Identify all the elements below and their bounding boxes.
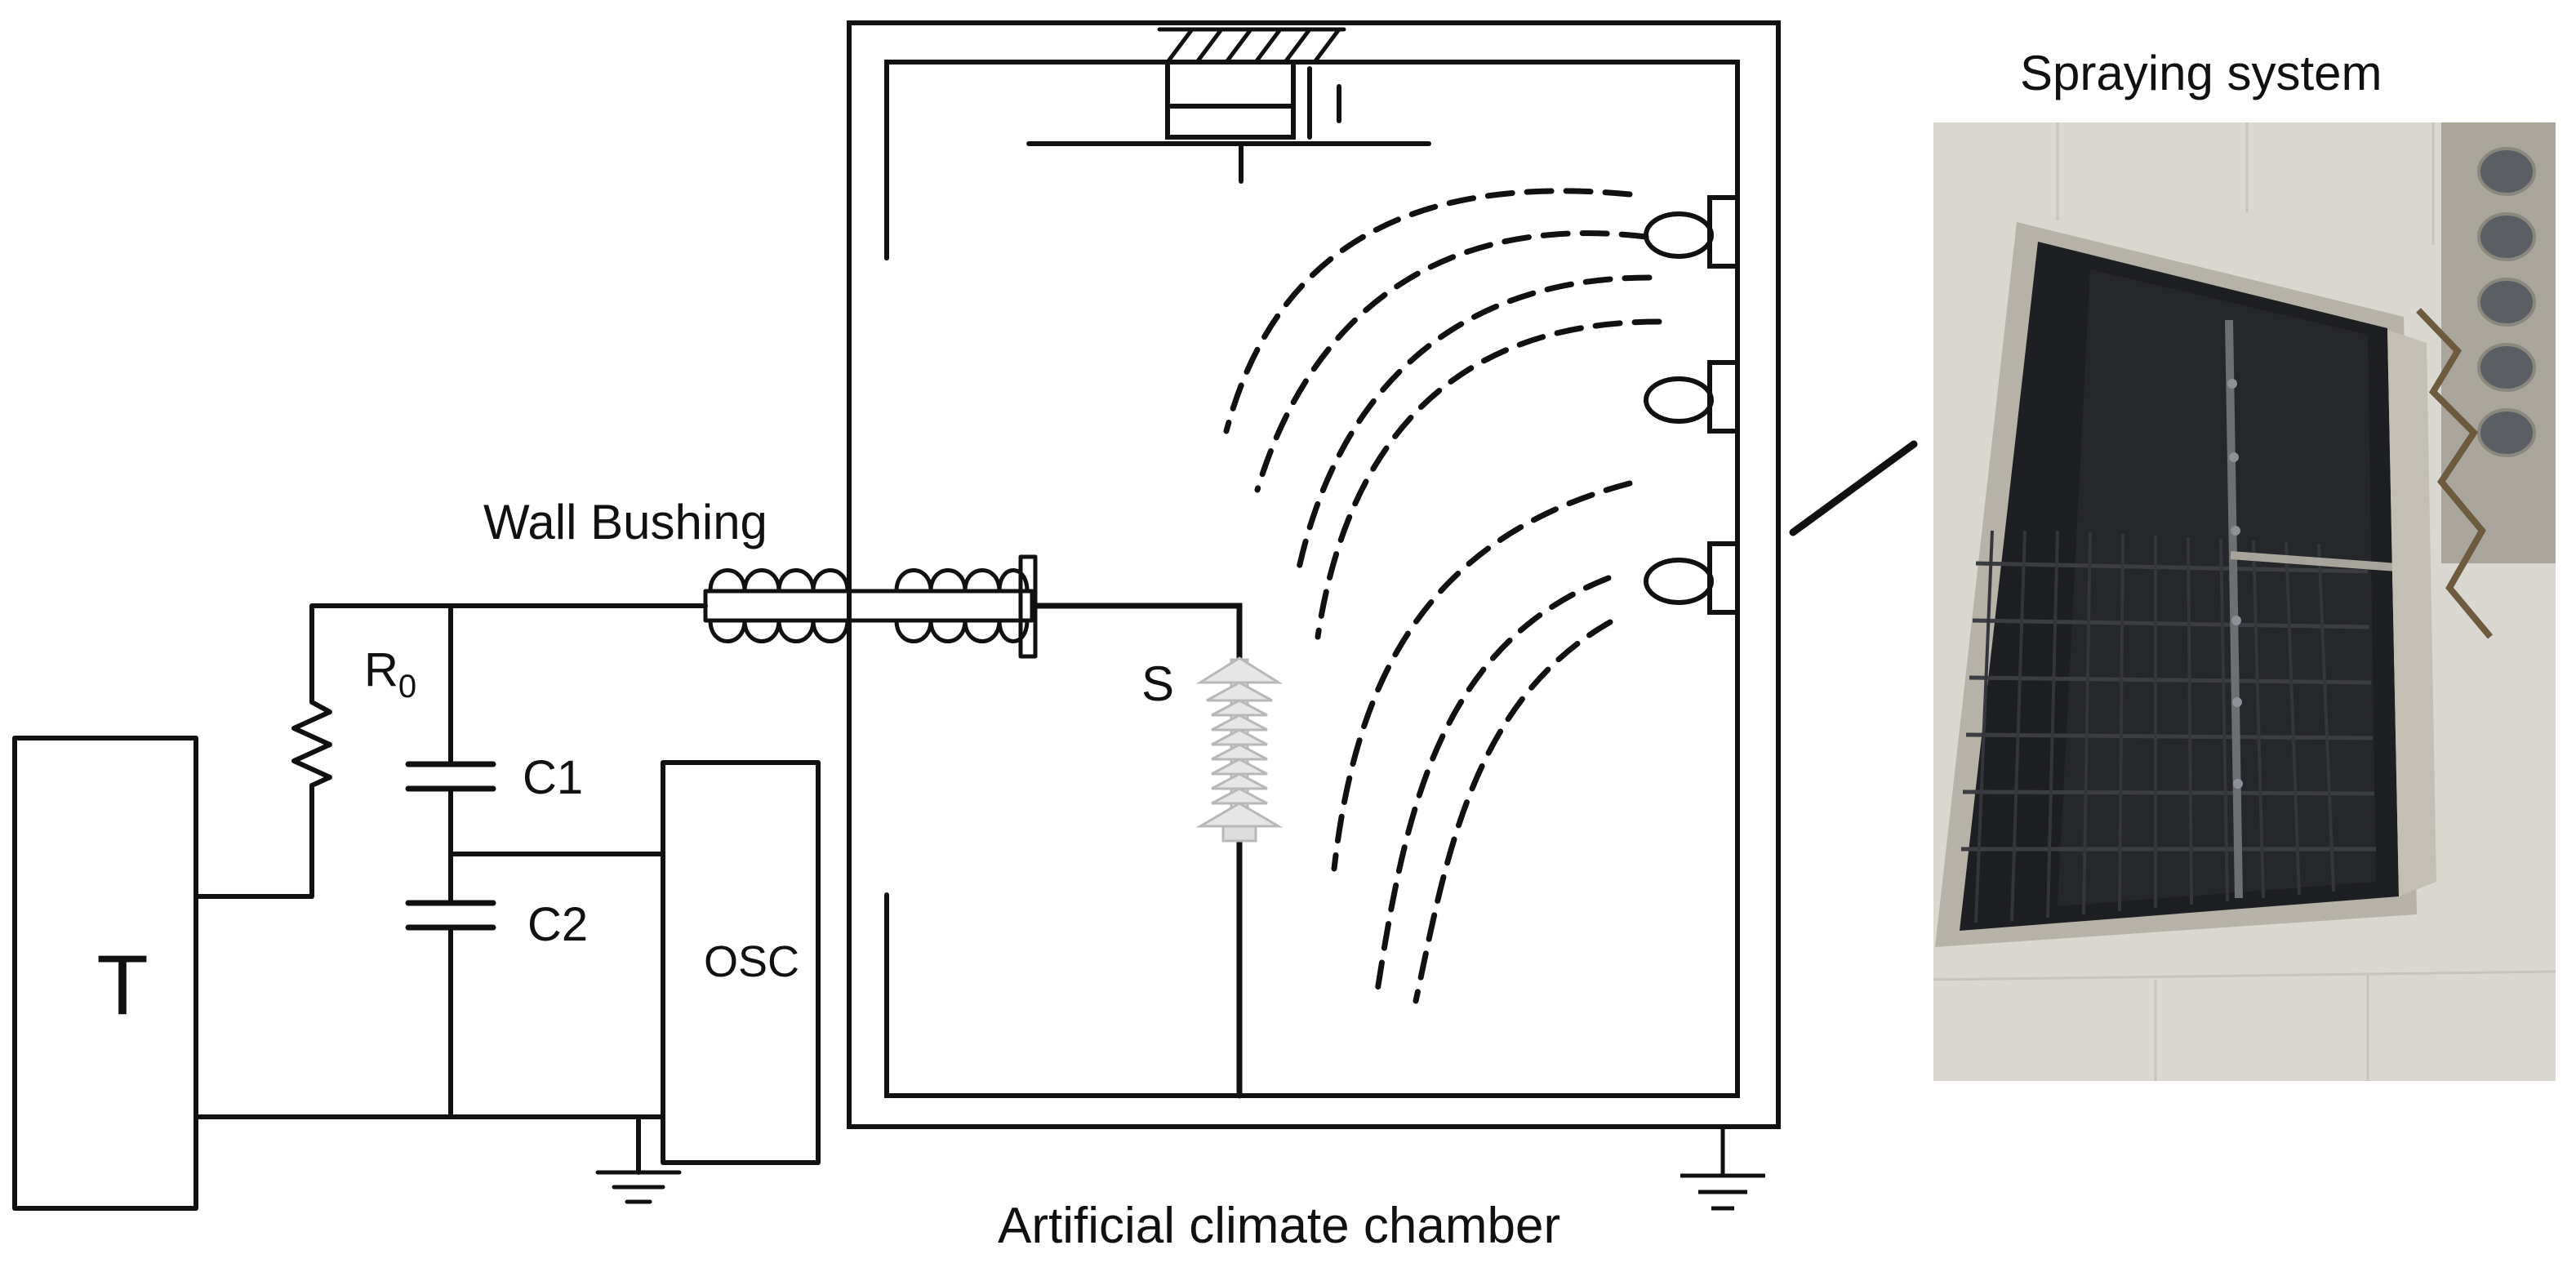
capacitor-1-label: C1 (523, 751, 583, 804)
resistor-label-subscript: 0 (398, 669, 416, 705)
wall-bushing (703, 554, 1038, 659)
oscilloscope-label: OSC (704, 937, 799, 986)
resistor-label-main: R (364, 643, 398, 696)
ceiling-hatch-icon (1157, 27, 1346, 64)
insulator-icon (1195, 656, 1284, 843)
chamber-outer-wall (847, 20, 1781, 1129)
spray-nozzle-icon (1644, 195, 1740, 269)
test-circuit (12, 603, 821, 1211)
capacitor-icon (405, 761, 496, 792)
spray-stream (1413, 619, 1613, 1004)
spraying-system-label: Spraying system (2020, 46, 2382, 100)
spraying-system-photo (1933, 122, 2556, 1081)
spray-nozzles (1644, 195, 1740, 615)
bushing-sheds-outer (708, 568, 850, 643)
oscilloscope-box (661, 760, 821, 1165)
spray-stream (1223, 188, 1633, 434)
sample-label: S (1141, 656, 1174, 711)
hv-lead (1030, 603, 1243, 1099)
chamber-label: Artificial climate chamber (998, 1198, 1560, 1254)
wire-transformer-top (194, 783, 314, 899)
climate-chamber (847, 20, 1781, 1129)
spray-stream (1295, 274, 1653, 575)
capacitor-icon (405, 900, 496, 931)
transformer-box (12, 736, 198, 1211)
spray-stream (1373, 575, 1612, 999)
resistor-label: R0 (364, 643, 416, 705)
spray-stream (1331, 480, 1633, 872)
photo-connector-line (1789, 440, 1918, 536)
ground-icon (1680, 1127, 1765, 1211)
bushing-sheds-inner (894, 568, 1030, 643)
capacitor-2-label: C2 (527, 898, 588, 951)
bushing-shank (703, 589, 1034, 623)
ceiling-fixture (1026, 60, 1431, 184)
bushing-terminal-plate (1018, 554, 1038, 659)
spray-streams (1223, 188, 1662, 1004)
spray-stream (1315, 318, 1662, 640)
resistor-icon (291, 700, 332, 788)
spray-nozzle-icon (1644, 360, 1740, 434)
spray-stream (1254, 230, 1649, 493)
wire-top-bus (309, 603, 708, 705)
ground-icon (595, 1170, 682, 1204)
wall-bushing-label: Wall Bushing (483, 495, 767, 549)
transformer-label: T (96, 938, 149, 1033)
spray-nozzle-icon (1644, 541, 1740, 615)
